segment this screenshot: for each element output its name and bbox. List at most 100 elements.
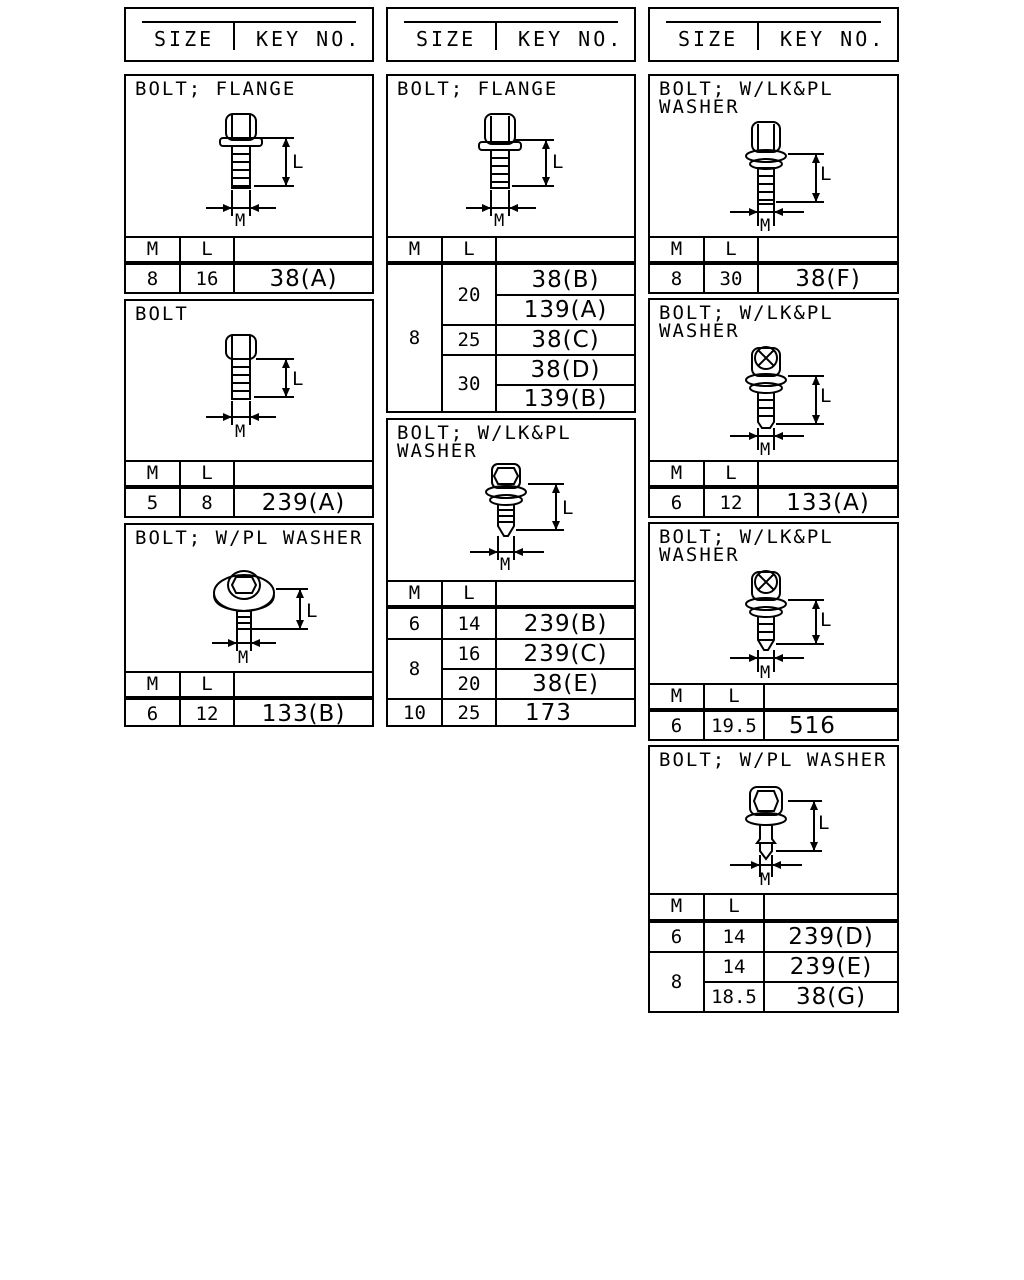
l-value: 30 xyxy=(719,267,743,290)
l-value: 14 xyxy=(722,956,746,978)
key-number: 239(D) xyxy=(788,924,874,950)
panel-bolt-lk-pl-washer-2: BOLT; W/LK&PL WASHER L M M L 6 12 133(A) xyxy=(648,298,899,518)
key-number: 133(B) xyxy=(261,700,346,727)
m-header: M xyxy=(670,895,683,917)
panel-bolt-plain: BOLT L M M L 5 8 239(A) xyxy=(124,299,374,518)
dimension-m-label: M xyxy=(760,870,770,890)
l-value: 14 xyxy=(457,612,481,635)
bolt-flange-drawing: L M xyxy=(206,113,303,231)
bolt-lk-pl-washer-drawing: L M xyxy=(730,346,831,460)
spec-table: M L 6 12 133(A) xyxy=(650,460,897,516)
dimension-m-label: M xyxy=(238,648,248,668)
size-label: SIZE xyxy=(678,27,739,51)
dimension-l-label: L xyxy=(820,163,831,185)
bolt-lk-pl-washer-drawing: L M xyxy=(470,463,573,575)
panel-bolt-pl-washer-1: BOLT; W/PL WASHER L M M L 6 12 133(B) xyxy=(124,523,374,727)
m-value: 5 xyxy=(146,491,159,514)
panel-bolt-lk-pl-washer-1: BOLT; W/LK&PL WASHER L M M L 8 30 38(F) xyxy=(648,74,899,294)
m-value: 8 xyxy=(670,971,683,993)
panel-title: BOLT; W/LK&PL WASHER xyxy=(659,78,834,118)
m-header: M xyxy=(408,237,421,260)
key-number: 173 xyxy=(525,699,572,726)
dimension-m-label: M xyxy=(760,440,770,460)
key-number: 139(B) xyxy=(523,385,608,412)
key-number: 38(E) xyxy=(532,671,599,697)
dimension-m-label: M xyxy=(760,663,770,683)
header-divider xyxy=(757,21,759,50)
spec-table: M L 6 14 239(B) 8 16 239(C) 20 38(E) 10 … xyxy=(388,580,634,726)
l-value: 25 xyxy=(457,329,481,351)
l-value: 20 xyxy=(457,283,481,306)
panel-title: BOLT; W/LK&PL WASHER xyxy=(659,302,834,342)
dimension-l-label: L xyxy=(562,497,573,519)
panel-bolt-flange-1: BOLT; FLANGE L M M L 8 16 38(A) xyxy=(124,74,374,294)
bolt-pl-washer-drawing: L M xyxy=(730,786,829,890)
key-no-label: KEY NO. xyxy=(780,27,886,51)
l-value: 30 xyxy=(457,372,481,395)
header-rule xyxy=(404,21,618,23)
l-value: 20 xyxy=(457,673,481,695)
l-value: 12 xyxy=(195,702,219,725)
l-header: L xyxy=(728,895,740,917)
dimension-l-label: L xyxy=(820,385,831,407)
key-no-label: KEY NO. xyxy=(256,27,362,51)
panel-bolt-lk-pl-washer-3: BOLT; W/LK&PL WASHER L M M L 6 19.5 516 xyxy=(648,522,899,741)
spec-table: M L 5 8 239(A) xyxy=(126,460,372,516)
key-number: 38(D) xyxy=(530,357,601,383)
l-value: 18.5 xyxy=(711,986,757,1008)
key-number: 38(G) xyxy=(795,984,867,1010)
dimension-m-label: M xyxy=(235,422,245,442)
m-value: 6 xyxy=(670,491,683,514)
m-header: M xyxy=(146,461,159,484)
bolt-plain-drawing: L M xyxy=(206,334,303,442)
size-label: SIZE xyxy=(416,27,477,51)
key-number: 133(A) xyxy=(786,489,870,516)
key-number: 38(C) xyxy=(531,327,600,353)
m-header: M xyxy=(146,672,159,695)
dimension-l-label: L xyxy=(820,609,831,631)
m-header: M xyxy=(146,237,159,260)
key-number: 38(A) xyxy=(269,265,338,292)
size-label: SIZE xyxy=(154,27,215,51)
l-value: 16 xyxy=(195,267,219,290)
m-header: M xyxy=(670,684,683,707)
m-value: 8 xyxy=(146,267,159,290)
key-number: 239(E) xyxy=(789,954,873,980)
panel-title: BOLT; W/PL WASHER xyxy=(659,749,888,771)
m-header: M xyxy=(670,237,683,260)
panel-title: BOLT; W/LK&PL WASHER xyxy=(659,526,834,566)
key-number: 239(B) xyxy=(523,610,608,637)
m-value: 8 xyxy=(408,327,421,349)
m-header: M xyxy=(670,461,683,484)
l-header: L xyxy=(728,684,740,707)
key-number: 139(A) xyxy=(523,297,608,323)
key-number: 239(C) xyxy=(523,641,608,667)
l-header: L xyxy=(463,237,475,260)
m-value: 6 xyxy=(670,926,683,948)
spec-table: M L 8 16 38(A) xyxy=(126,236,372,292)
key-number: 516 xyxy=(789,712,836,739)
dimension-l-label: L xyxy=(306,600,317,622)
header-rule xyxy=(142,21,356,23)
header-box-1: SIZE KEY NO. xyxy=(124,7,374,62)
header-rule xyxy=(666,21,881,23)
l-header: L xyxy=(201,237,213,260)
bolt-pl-washer-drawing: L M xyxy=(212,570,317,668)
dimension-m-label: M xyxy=(235,211,245,231)
dimension-m-label: M xyxy=(500,555,510,575)
l-header: L xyxy=(201,461,213,484)
spec-table: M L 6 14 239(D) 8 14 239(E) 18.5 38(G) xyxy=(650,893,897,1011)
dimension-m-label: M xyxy=(760,216,770,236)
panel-title: BOLT; W/PL WASHER xyxy=(135,527,364,549)
l-value: 25 xyxy=(457,701,481,724)
l-header: L xyxy=(201,672,213,695)
key-no-label: KEY NO. xyxy=(518,27,624,51)
dimension-l-label: L xyxy=(818,812,829,834)
spec-table: M L 6 12 133(B) xyxy=(126,671,372,727)
header-divider xyxy=(233,21,235,50)
dimension-m-label: M xyxy=(494,211,504,231)
panel-title: BOLT; FLANGE xyxy=(135,78,297,100)
panel-bolt-lk-pl-washer-multi: BOLT; W/LK&PL WASHER L M M L 6 14 23 xyxy=(386,418,636,727)
key-number: 38(B) xyxy=(531,266,600,293)
dimension-l-label: L xyxy=(292,151,303,173)
